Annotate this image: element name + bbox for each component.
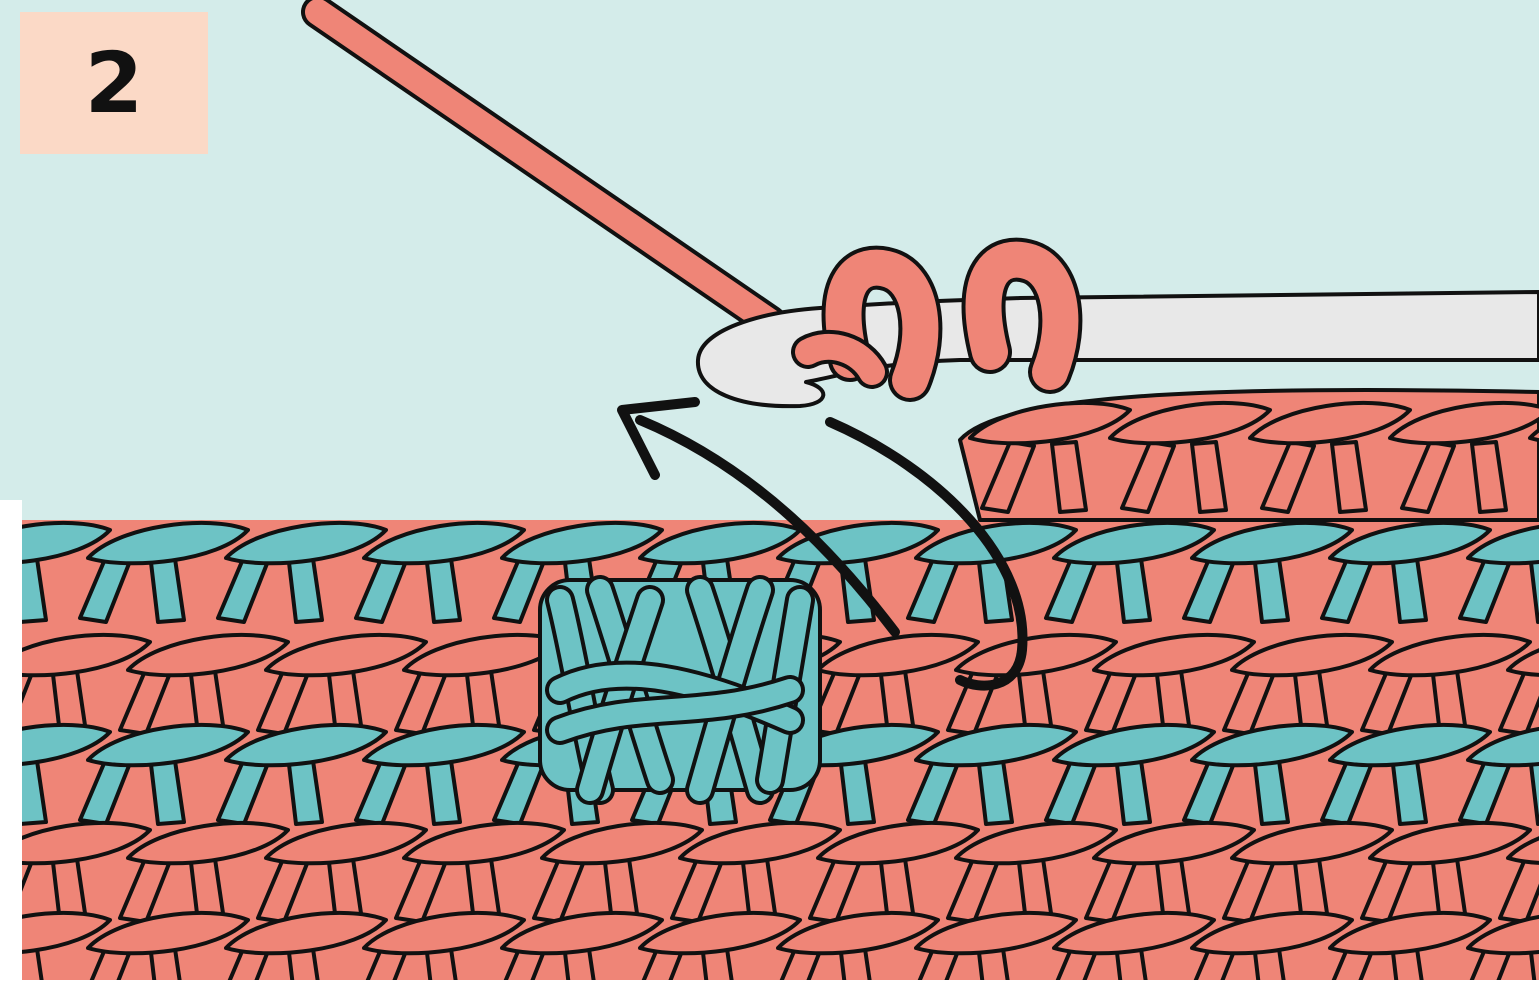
step-badge: 2 [20, 12, 208, 154]
left-edge [0, 500, 22, 985]
stitch-cluster [540, 580, 820, 790]
step-number: 2 [85, 41, 143, 125]
stitch-row-chains [0, 823, 1539, 863]
bottom-edge [0, 980, 1539, 985]
working-row [960, 390, 1539, 520]
